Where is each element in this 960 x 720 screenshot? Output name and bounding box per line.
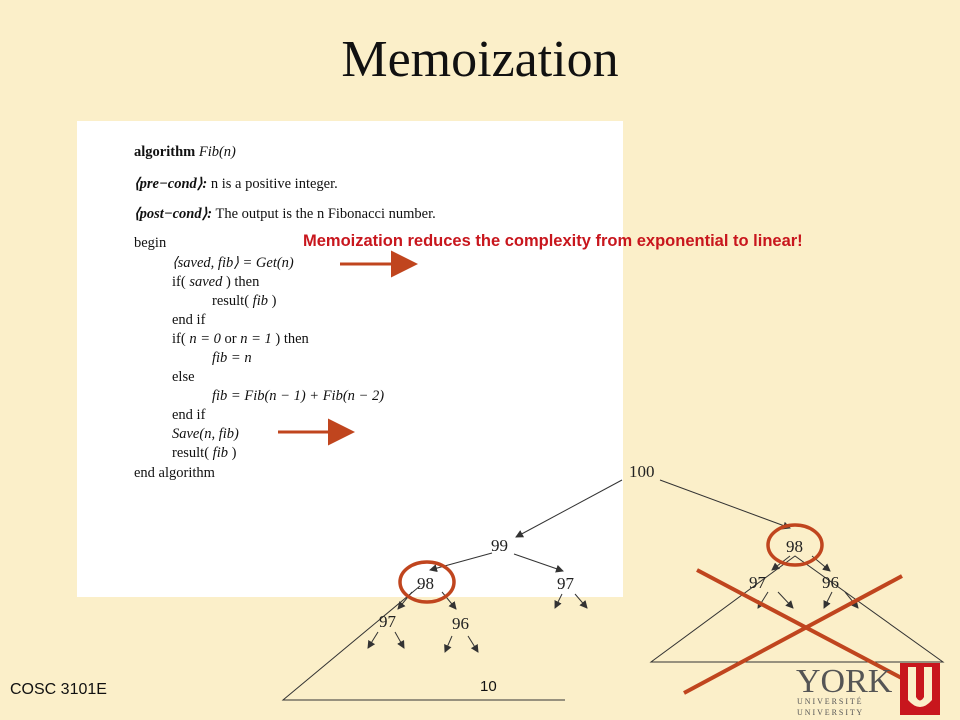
- right-subtree-triangle: [649, 555, 945, 663]
- algo-line-12: fib = Fib(n − 1) + Fib(n − 2): [212, 388, 385, 404]
- york-logo-line2: U N I V E R S I T Y: [797, 708, 862, 717]
- memo-circle-left: [398, 560, 456, 604]
- node-97-low: 97: [379, 612, 397, 631]
- edge-97low-b: [394, 631, 405, 649]
- edge-96r-a: [823, 591, 833, 609]
- edge-98-96: [441, 591, 457, 610]
- edge-100-98: [659, 479, 791, 530]
- algo-line-8: end if: [172, 312, 206, 328]
- algo-line-7: result( fib ): [212, 293, 277, 309]
- node-98-left: 98: [417, 574, 434, 593]
- york-logo-name: YORK: [796, 663, 893, 700]
- algo-line-9: if( n = 0 or n = 1 ) then: [172, 331, 309, 347]
- edge-97r-b: [777, 591, 794, 609]
- course-code: COSC 3101E: [10, 681, 107, 698]
- node-98-right: 98: [786, 537, 803, 556]
- algo-line-3: ⟨post−cond⟩: The output is the n Fibonac…: [134, 206, 436, 222]
- complexity-note: Memoization reduces the complexity from …: [303, 232, 803, 250]
- algo-line-15: result( fib ): [172, 445, 237, 461]
- edge-100-99: [515, 479, 623, 538]
- node-97-mid: 97: [557, 574, 575, 593]
- edge-97mid-b: [574, 593, 588, 609]
- algo-line-6: if( saved ) then: [172, 274, 260, 290]
- algo-line-5: ⟨saved, fib⟩ = Get(n): [172, 255, 294, 271]
- york-logo: YORK U N I V E R S I T É U N I V E R S I…: [796, 663, 940, 717]
- node-97-right: 97: [749, 573, 767, 592]
- edge-96r-b: [844, 591, 859, 609]
- cross-line-2: [683, 574, 903, 695]
- node-96-low: 96: [452, 614, 469, 633]
- node-100: 100: [629, 462, 655, 481]
- page-number: 10: [480, 678, 497, 695]
- york-logo-mark: [900, 663, 940, 715]
- node-99: 99: [491, 536, 508, 555]
- memo-circle-right: [766, 523, 824, 567]
- edge-99-98: [429, 552, 493, 573]
- york-logo-line1: U N I V E R S I T É: [797, 696, 862, 706]
- algo-line-14: Save(n, fib): [172, 426, 239, 442]
- edge-96low-a: [444, 635, 453, 653]
- cross-line-1: [696, 568, 931, 695]
- algorithm-box: [77, 121, 623, 597]
- algo-line-4: begin: [134, 235, 167, 251]
- edge-97mid-a: [554, 593, 563, 609]
- node-96-right: 96: [822, 573, 839, 592]
- algo-line-1: algorithm Fib(n): [134, 144, 236, 160]
- edge-99-97: [513, 553, 564, 573]
- left-subtree-triangle: [281, 585, 565, 701]
- algo-line-16: end algorithm: [134, 465, 215, 481]
- algo-line-10: fib = n: [212, 350, 252, 366]
- algo-line-13: end if: [172, 407, 206, 423]
- edge-97low-a: [367, 631, 379, 649]
- algo-line-2: ⟨pre−cond⟩: n is a positive integer.: [134, 176, 338, 192]
- algo-line-11: else: [172, 369, 195, 385]
- edge-96low-b: [467, 635, 479, 653]
- slide-title: Memoization: [341, 31, 619, 88]
